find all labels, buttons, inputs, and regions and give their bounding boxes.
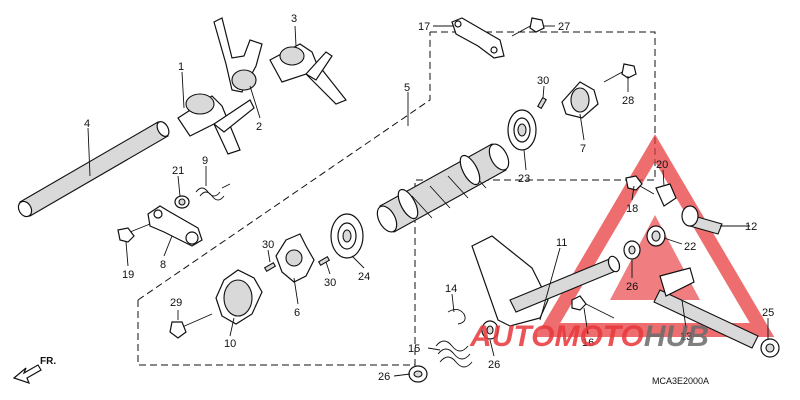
callout-30-upper: 30: [537, 75, 549, 87]
shift-drum: [376, 143, 510, 233]
stopper-plate: [451, 17, 505, 59]
callout-30-right: 30: [324, 277, 336, 289]
shift-fork-left: [177, 93, 255, 155]
callout-3: 3: [291, 13, 297, 25]
callout-25: 25: [762, 307, 774, 319]
callout-16: 16: [582, 337, 594, 349]
watermark-suffix: HUB: [644, 320, 709, 353]
return-spring-9: [195, 183, 231, 201]
bolt-29: [169, 313, 213, 339]
shift-fork-shaft: [17, 121, 170, 218]
gearshift-spindle: [471, 235, 621, 327]
callout-23: 23: [518, 173, 530, 185]
bearing-25: [760, 338, 780, 358]
callout-2: 2: [256, 121, 262, 133]
shaft-pin-12: [681, 205, 723, 235]
callout-26-lower: 26: [378, 371, 390, 383]
diagram-code: MCA3E2000A: [652, 376, 709, 386]
callout-13: 13: [680, 331, 692, 343]
callout-20: 20: [656, 159, 668, 171]
callout-30-left: 30: [262, 239, 274, 251]
assembly-boundary-lower: [137, 32, 431, 301]
callout-14: 14: [445, 283, 457, 295]
watermark-prefix: AUTO: [469, 320, 554, 353]
callout-21: 21: [172, 165, 184, 177]
stopper-arm: [147, 205, 203, 247]
callout-15: 15: [408, 343, 420, 355]
bolt-27: [511, 17, 545, 37]
drum-center-plate: [275, 233, 315, 283]
bolt-18: [625, 175, 655, 195]
washer-26-middle: [481, 320, 499, 340]
watermark-middle: MOTO: [554, 320, 643, 353]
washer-26-lower: [408, 365, 428, 383]
callout-1: 1: [178, 61, 184, 73]
callout-7: 7: [580, 143, 586, 155]
bolt-28: [603, 63, 637, 83]
shift-fork-center: [213, 17, 263, 93]
callout-18: 18: [626, 203, 638, 215]
leader-lines: [87, 25, 769, 377]
return-spring-15: [435, 340, 473, 368]
bearing-left: [330, 213, 364, 259]
watermark-text: AUTOMOTOHUB: [469, 320, 709, 353]
washer-21: [174, 195, 190, 209]
callout-4: 4: [84, 118, 90, 130]
callout-10: 10: [224, 338, 236, 350]
callout-6: 6: [294, 307, 300, 319]
washer-26-upper: [623, 240, 641, 260]
spring-clip-14: [447, 309, 466, 325]
bolt-19: [117, 223, 151, 243]
callout-27: 27: [558, 21, 570, 33]
callout-26-upper: 26: [626, 281, 638, 293]
shift-fork-right: [269, 43, 347, 105]
callout-12: 12: [745, 221, 757, 233]
gearshift-spindle-lower: [653, 267, 759, 349]
callout-26-middle: 26: [488, 359, 500, 371]
dowel-pin-left: [263, 262, 277, 272]
oil-seal-22: [646, 225, 666, 247]
drum-collar: [561, 81, 599, 119]
assembly-boundary: [137, 31, 656, 366]
callout-29: 29: [170, 297, 182, 309]
callout-19: 19: [122, 269, 134, 281]
callout-17: 17: [418, 21, 430, 33]
stopper-plate-20: [655, 183, 677, 207]
callout-24: 24: [358, 271, 370, 283]
callout-5: 5: [404, 82, 410, 94]
dowel-pin-upper: [537, 96, 547, 110]
callout-22: 22: [684, 241, 696, 253]
callout-11: 11: [556, 237, 567, 249]
dowel-pin-right: [317, 256, 331, 266]
front-direction-label: FR.: [40, 356, 56, 367]
callout-28: 28: [622, 95, 634, 107]
callout-8: 8: [160, 259, 166, 271]
front-direction-arrow: FR.: [12, 356, 56, 384]
bolt-16: [571, 295, 615, 319]
shift-drum-cam: [215, 269, 263, 325]
callout-9: 9: [202, 155, 208, 167]
bearing-right: [507, 109, 537, 151]
